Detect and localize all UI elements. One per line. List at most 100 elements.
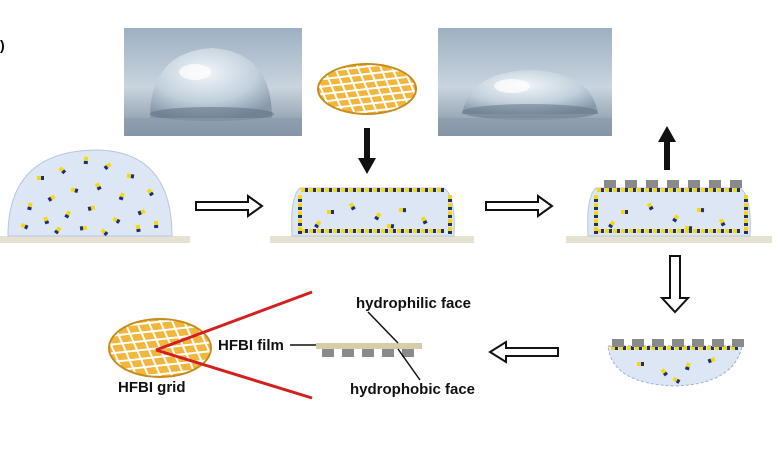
- protein-icon: [594, 203, 598, 210]
- protein-icon: [653, 229, 660, 233]
- protein-icon: [64, 210, 72, 219]
- protein-icon: [386, 223, 395, 229]
- protein-icon: [357, 188, 364, 192]
- grid-bar-icon: [632, 339, 644, 347]
- protein-icon: [348, 202, 356, 211]
- protein-icon: [437, 188, 444, 192]
- protein-icon: [341, 229, 348, 233]
- grid-bar-icon: [667, 180, 679, 188]
- protein-icon: [448, 203, 452, 210]
- protein-icon: [701, 229, 708, 233]
- grid-bar-icon: [732, 339, 744, 347]
- lifted-grid-droplet: [607, 339, 744, 387]
- protein-icon: [301, 229, 308, 233]
- protein-icon: [669, 188, 676, 192]
- protein-icon: [389, 188, 396, 192]
- protein-icon: [43, 216, 50, 225]
- grid-bar-icon: [612, 339, 624, 347]
- protein-icon: [685, 188, 692, 192]
- protein-icon: [381, 229, 388, 233]
- protein-icon: [397, 188, 404, 192]
- protein-icon: [653, 188, 660, 192]
- protein-icon: [298, 227, 302, 234]
- protein-icon: [709, 188, 716, 192]
- protein-icon: [389, 229, 396, 233]
- protein-icon: [83, 156, 89, 165]
- protein-icon: [717, 229, 724, 233]
- protein-icon: [405, 229, 412, 233]
- protein-icon: [744, 195, 748, 202]
- grid-bar-icon: [712, 339, 724, 347]
- protein-icon: [669, 229, 676, 233]
- protein-icon: [103, 162, 112, 171]
- grid-bar-icon: [362, 349, 374, 357]
- protein-icon: [744, 203, 748, 210]
- protein-icon: [100, 228, 109, 237]
- substrate-2: [270, 236, 474, 243]
- protein-icon: [153, 220, 159, 229]
- protein-icon: [448, 219, 452, 226]
- protein-icon: [675, 346, 682, 350]
- grid-bar-icon: [709, 180, 721, 188]
- protein-icon: [611, 346, 618, 350]
- label-hfbi-film: HFBI film: [218, 337, 284, 354]
- protein-icon: [298, 219, 302, 226]
- protein-icon: [20, 222, 29, 230]
- protein-icon: [629, 188, 636, 192]
- protein-icon: [429, 188, 436, 192]
- protein-icon: [448, 227, 452, 234]
- protein-icon: [314, 220, 322, 229]
- panel-edge-mark: ): [0, 37, 5, 53]
- grid-bar-icon: [646, 180, 658, 188]
- protein-icon: [643, 346, 650, 350]
- protein-icon: [677, 188, 684, 192]
- protein-icon: [717, 188, 724, 192]
- protein-icon: [707, 346, 714, 350]
- protein-icon: [677, 229, 684, 233]
- protein-icon: [341, 188, 348, 192]
- protein-icon: [723, 346, 730, 350]
- protein-icon: [594, 227, 598, 234]
- protein-icon: [325, 229, 332, 233]
- protein-icon: [94, 182, 102, 191]
- protein-icon: [397, 229, 404, 233]
- protein-icon: [420, 216, 428, 225]
- protein-icon: [733, 229, 740, 233]
- protein-icon: [349, 188, 356, 192]
- label-hydrophilic-face: hydrophilic face: [356, 295, 471, 312]
- protein-icon: [608, 220, 616, 229]
- protein-icon: [421, 188, 428, 192]
- protein-icon: [398, 207, 407, 213]
- arrow-right-hollow-icon-2: [485, 194, 554, 218]
- protein-icon: [309, 188, 316, 192]
- protein-icon: [298, 195, 302, 202]
- protein-icon: [691, 346, 698, 350]
- protein-icon: [693, 188, 700, 192]
- protein-icon: [27, 202, 33, 211]
- protein-icon: [365, 229, 372, 233]
- protein-icon: [685, 229, 692, 233]
- protein-icon: [448, 195, 452, 202]
- protein-icon: [421, 229, 428, 233]
- droplet-with-grid: [587, 180, 751, 237]
- protein-icon: [744, 211, 748, 218]
- grid-bar-icon: [342, 349, 354, 357]
- protein-icon: [309, 229, 316, 233]
- protein-icon: [374, 212, 382, 221]
- protein-icon: [693, 229, 700, 233]
- protein-icon: [405, 188, 412, 192]
- protein-icon: [621, 229, 628, 233]
- protein-icon: [661, 229, 668, 233]
- protein-icon: [683, 346, 690, 350]
- protein-icon: [605, 229, 612, 233]
- protein-icon: [629, 229, 636, 233]
- protein-icon: [70, 187, 79, 194]
- protein-icon: [725, 229, 732, 233]
- protein-icon: [651, 346, 658, 350]
- protein-icon: [58, 166, 67, 175]
- protein-icon: [696, 207, 705, 213]
- protein-icon: [349, 229, 356, 233]
- protein-icon: [709, 229, 716, 233]
- protein-icon: [715, 346, 722, 350]
